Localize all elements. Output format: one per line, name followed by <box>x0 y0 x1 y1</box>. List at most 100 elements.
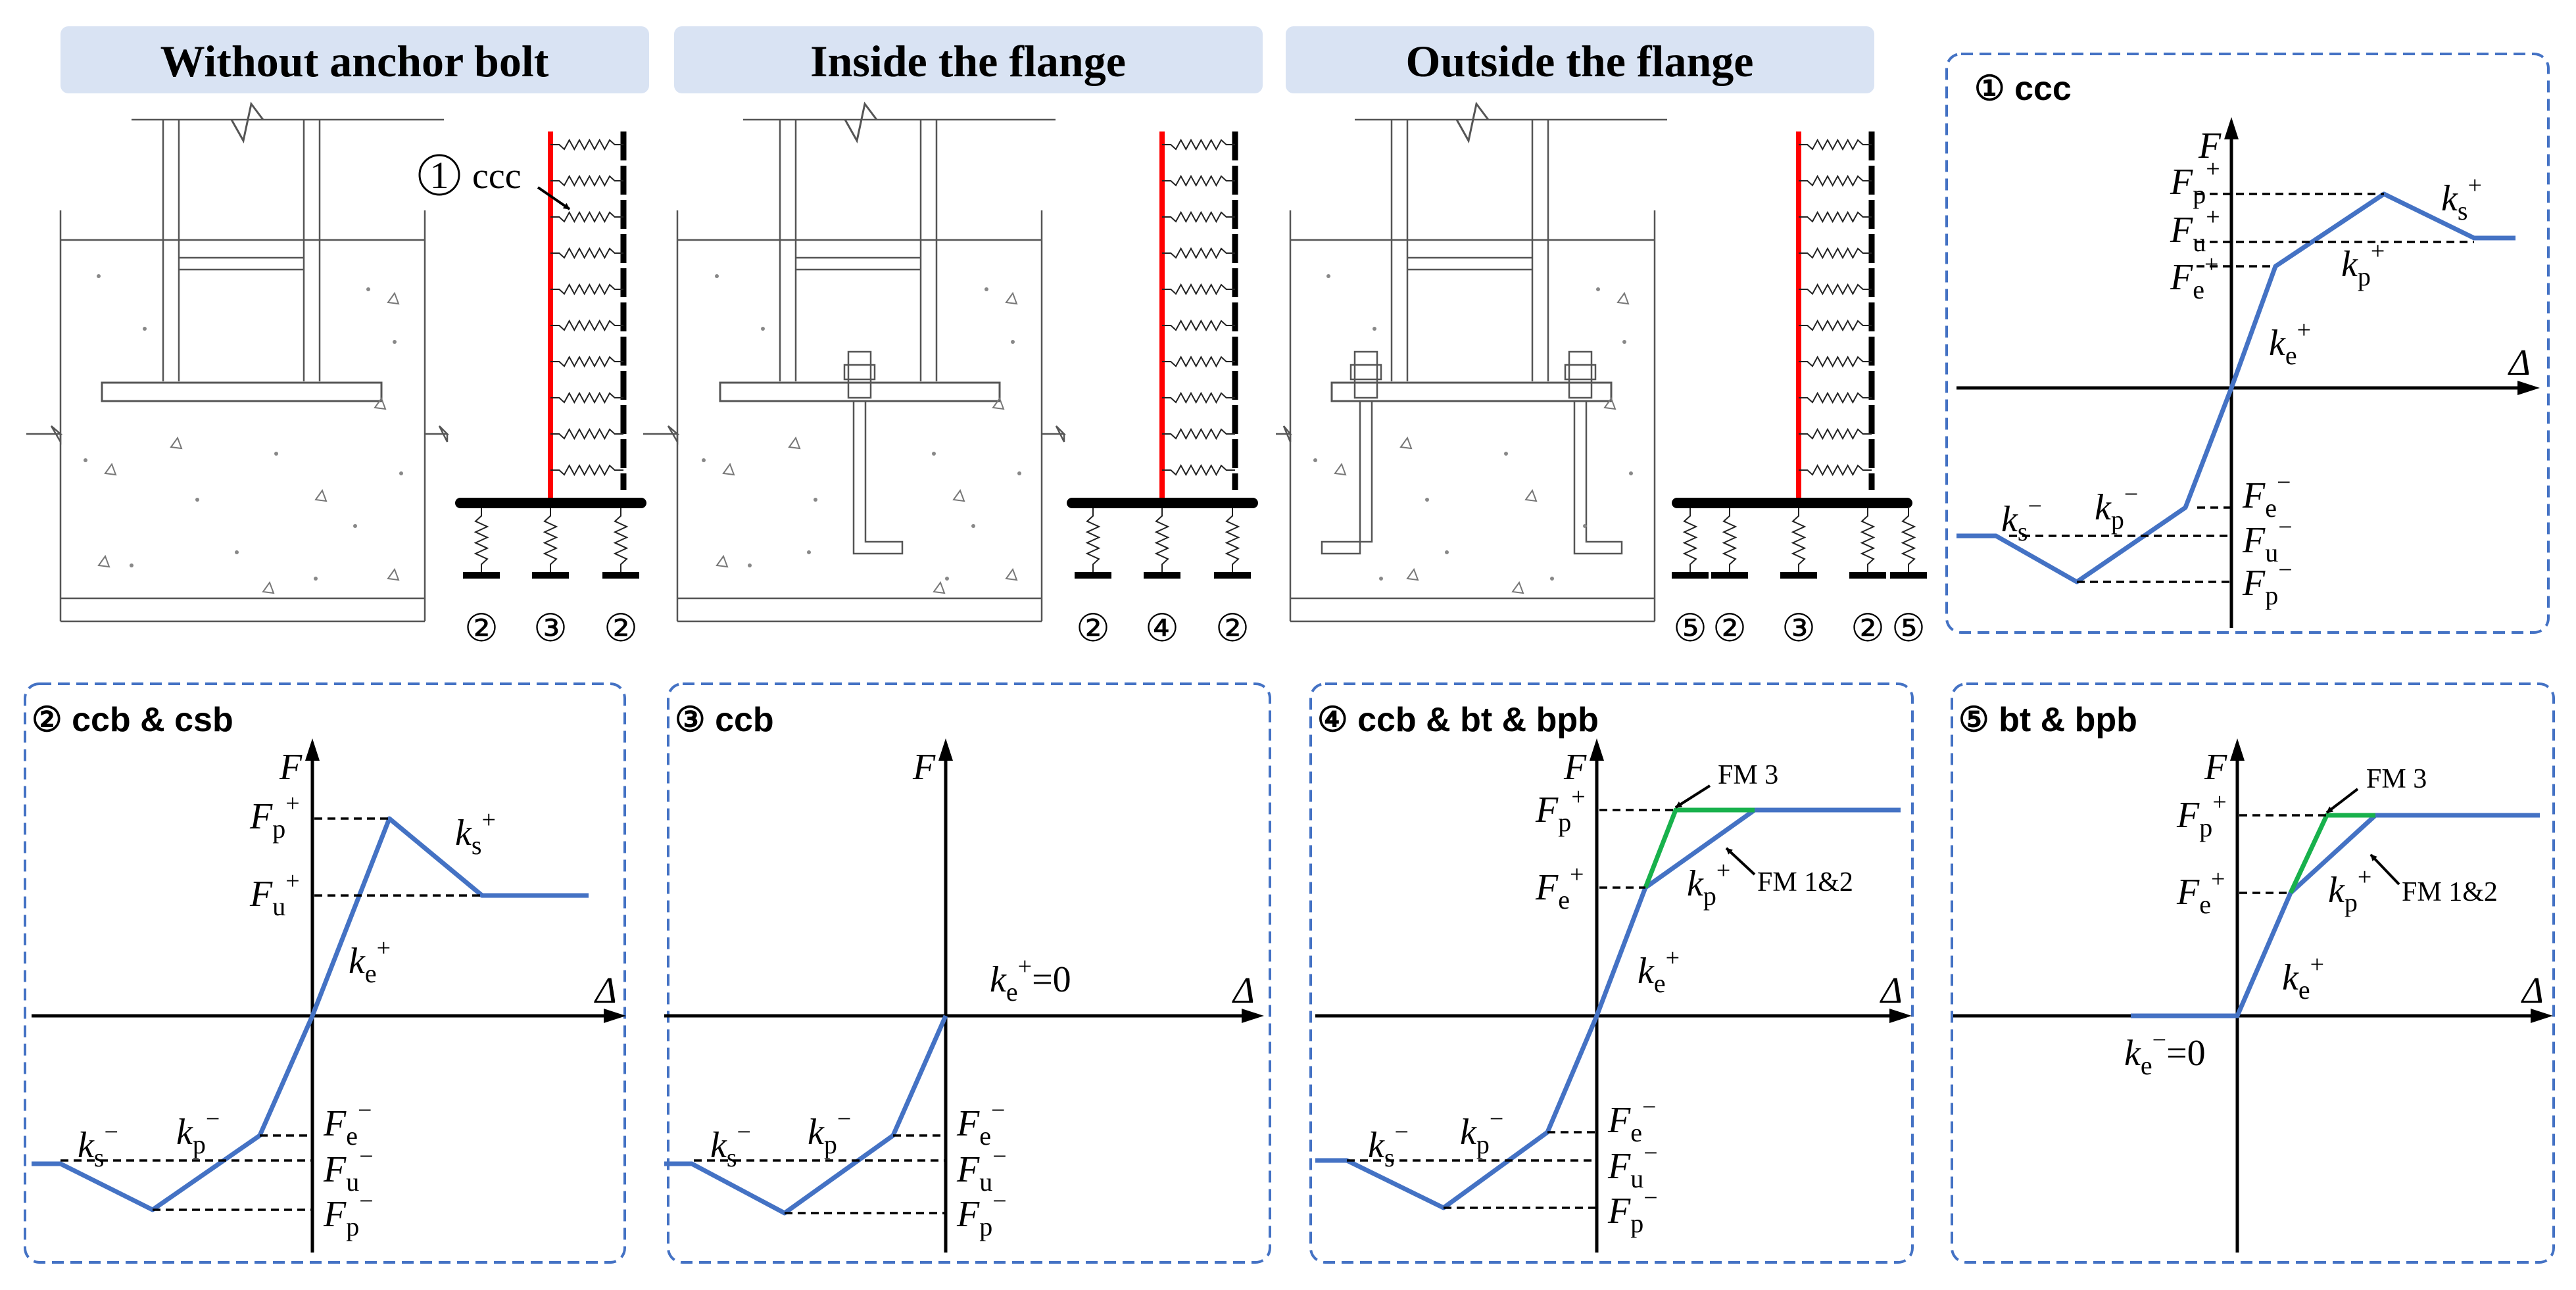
disp-axis-label: Δ <box>1880 970 1903 1011</box>
Fe-minus-label: Fe− <box>956 1097 1005 1151</box>
horizontal-spring <box>1799 174 1872 187</box>
horizontal-spring <box>1162 464 1235 477</box>
concrete-speckles-3 <box>1313 274 1633 594</box>
vertical-spring <box>1682 508 1698 572</box>
vertical-spring <box>1722 508 1738 572</box>
fm3-arrow <box>2325 788 2359 814</box>
horizontal-spring <box>1799 427 1872 441</box>
horizontal-spring <box>1162 210 1235 224</box>
y-axis-arrow <box>2230 738 2245 761</box>
kp-plus-label: kp+ <box>2328 863 2371 917</box>
fm3-arrow <box>1674 784 1711 809</box>
disp-axis-label: Δ <box>2508 343 2531 383</box>
horizontal-spring <box>1799 355 1872 368</box>
kp-minus-label: kp− <box>808 1105 851 1159</box>
vertical-spring <box>1791 508 1807 572</box>
kp-plus-label: kp+ <box>1687 857 1730 911</box>
spring-number: ② <box>464 607 498 650</box>
spring-numbers-outside: ⑤ ② ③ ② ⑤ <box>1673 607 1926 650</box>
force-axis-label: F <box>2204 747 2227 788</box>
disp-axis-label: Δ <box>1232 970 1255 1011</box>
kp-minus-label: kp− <box>176 1105 220 1159</box>
horizontal-spring <box>1162 391 1235 404</box>
panel-title: ① ccc <box>1974 70 2072 108</box>
kp-minus-label: kp− <box>1460 1105 1503 1159</box>
hysteresis-graphs: FΔFp+Fu+Fe+ke+kp+ks+ks−kp−Fe−Fu−Fp−FΔFp+… <box>32 117 2553 1253</box>
spring-number: ② <box>1076 607 1110 650</box>
ke-zero-neg-label: ke−=0 <box>2124 1026 2206 1080</box>
concrete-speckles-2 <box>702 274 1021 594</box>
vertical-spring <box>474 508 489 572</box>
vertical-spring <box>1225 508 1240 572</box>
force-axis-label: F <box>2198 126 2222 166</box>
horizontal-spring <box>1162 319 1235 332</box>
ks-minus-label: ks− <box>710 1118 751 1172</box>
panel-title: ④ ccb & bt & bpb <box>1317 701 1599 739</box>
disp-axis-label: Δ <box>594 970 617 1011</box>
x-axis-arrow <box>1889 1009 1912 1023</box>
concrete-speckles-1 <box>84 274 403 594</box>
Fp-plus-label: Fp+ <box>1535 783 1586 837</box>
horizontal-spring <box>1799 138 1872 151</box>
Fp-plus-label: Fp+ <box>249 790 300 844</box>
horizontal-spring <box>550 355 623 368</box>
spring-number: ② <box>1851 607 1885 650</box>
horizontal-spring <box>1799 319 1872 332</box>
Fu-plus-label: Fu+ <box>2170 203 2220 257</box>
y-axis-arrow <box>2224 117 2239 139</box>
x-axis-arrow <box>604 1009 626 1023</box>
ks-plus-label: ks+ <box>455 806 496 860</box>
vertical-spring <box>613 508 629 572</box>
horizontal-spring <box>550 283 623 296</box>
spring-number: ② <box>1215 607 1250 650</box>
fm3-label: FM 3 <box>2366 764 2427 794</box>
vertical-spring <box>1860 508 1876 572</box>
horizontal-spring <box>1162 247 1235 260</box>
Fe-plus-label: Fe+ <box>2170 251 2218 304</box>
callout-number: 1 <box>430 154 449 197</box>
force-axis-label: F <box>912 747 936 788</box>
kp-plus-label: kp+ <box>2341 237 2385 291</box>
panel-ccc: ① ccc <box>1945 53 2550 634</box>
horizontal-spring <box>550 210 623 224</box>
header-outside-flange: Outside the flange <box>1286 26 1874 93</box>
horizontal-spring <box>1799 210 1872 224</box>
horizontal-spring <box>550 319 623 332</box>
Fp-plus-label: Fp+ <box>2170 155 2220 209</box>
spring-number: ② <box>604 607 638 650</box>
fm12-label: FM 1&2 <box>1757 867 1853 897</box>
horizontal-spring <box>550 138 623 151</box>
x-axis-arrow <box>1242 1009 1264 1023</box>
header-without-anchor-bolt-text: Without anchor bolt <box>160 36 549 86</box>
horizontal-spring <box>1799 283 1872 296</box>
x-axis-arrow <box>2517 381 2540 395</box>
force-displacement-curve <box>2131 813 2540 1018</box>
panel-title: ⑤ bt & bpb <box>1958 701 2137 739</box>
force-axis-label: F <box>279 747 303 788</box>
spring-number: ⑤ <box>1891 607 1926 650</box>
spring-callout: 1 ccc <box>418 154 571 210</box>
vertical-spring <box>1901 508 1916 572</box>
horizontal-spring <box>550 391 623 404</box>
fm12-label: FM 1&2 <box>2402 877 2498 907</box>
Fu-plus-label: Fu+ <box>249 867 300 921</box>
ke-plus-label: ke+ <box>2269 316 2311 370</box>
spring-number: ② <box>1713 607 1747 650</box>
panel-ccb-csb: ② ccb & csb <box>24 682 626 1264</box>
force-axis-label: F <box>1563 747 1587 788</box>
ke-zero-label: ke+=0 <box>990 953 1071 1007</box>
ke-plus-label: ke+ <box>1638 944 1680 998</box>
force-displacement-curve <box>664 1015 948 1216</box>
header-inside-flange-text: Inside the flange <box>810 36 1126 86</box>
ks-minus-label: ks− <box>2001 492 2042 546</box>
force-displacement-curve <box>1315 807 1901 1210</box>
panel-bt-bpb: ⑤ bt & bpb <box>1951 682 2555 1264</box>
spring-number: ⑤ <box>1673 607 1707 650</box>
horizontal-spring <box>550 174 623 187</box>
horizontal-spring <box>1799 464 1872 477</box>
fm3-curve <box>2288 813 2375 894</box>
force-displacement-curve <box>32 816 589 1212</box>
force-displacement-curve <box>1956 191 2515 585</box>
